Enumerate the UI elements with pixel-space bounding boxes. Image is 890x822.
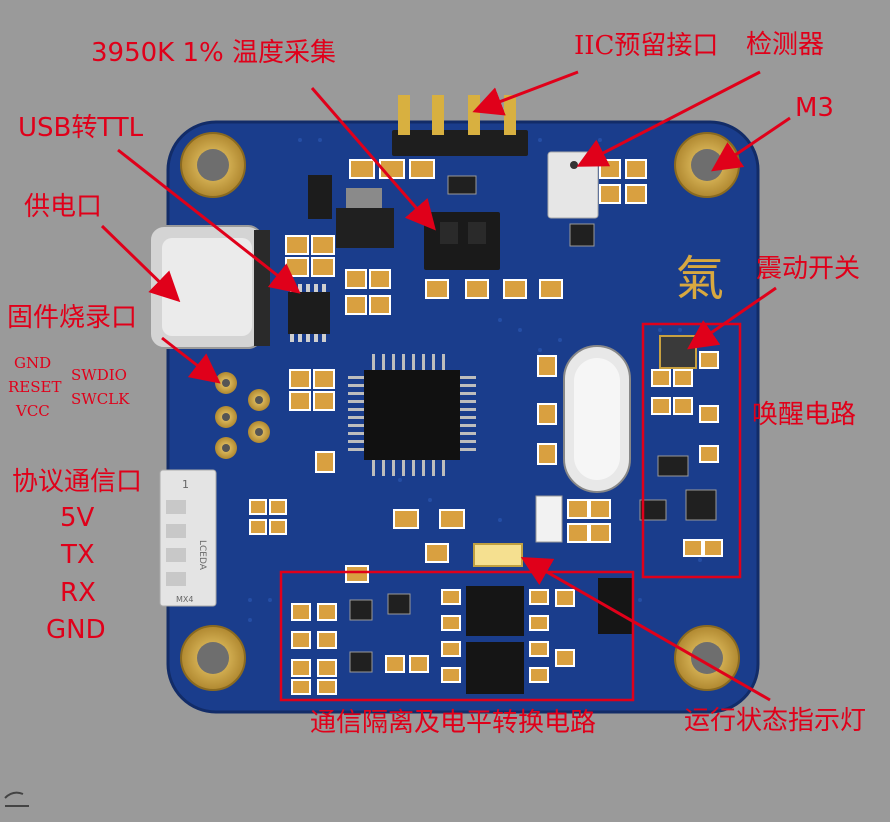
voltage-regulator xyxy=(336,188,394,248)
arrow-detector xyxy=(576,70,761,167)
connector-pin-label: 1 xyxy=(182,478,189,491)
isolation-chips xyxy=(466,578,632,694)
label-swdio-small: SWDIO xyxy=(71,366,127,384)
label-tx: TX xyxy=(61,540,95,570)
label-temp: 3950K 1% 温度采集 xyxy=(91,38,336,68)
label-status-led: 运行状态指示灯 xyxy=(684,706,867,736)
label-firmware-port: 固件烧录口 xyxy=(7,303,138,333)
vibration-switch xyxy=(659,335,697,369)
label-swclk-small: SWCLK xyxy=(71,390,130,408)
temp-connector xyxy=(424,212,500,270)
arrow-m3 xyxy=(711,116,791,172)
label-power: 供电口 xyxy=(24,192,103,222)
label-m3: M3 xyxy=(795,93,834,123)
connector-side-label: LCEDA xyxy=(197,540,207,571)
swd-pads xyxy=(215,372,270,459)
mounting-hole-bottom-left xyxy=(180,625,246,691)
small-ic xyxy=(308,175,332,219)
arrow-vibration xyxy=(687,286,777,350)
arrow-iic xyxy=(472,70,579,116)
board-logo: 氣 xyxy=(676,251,724,307)
arrow-firmware xyxy=(161,336,221,384)
mounting-holes xyxy=(180,132,740,691)
arrow-status-led xyxy=(520,557,771,702)
protocol-connector: 1 LCEDA MX4 xyxy=(159,469,217,607)
label-iic: IIC预留接口 xyxy=(574,31,719,61)
mounting-hole-top-right xyxy=(674,132,740,198)
small-ics xyxy=(349,175,717,673)
label-gnd: GND xyxy=(46,615,106,645)
label-gnd-small: GND xyxy=(14,354,52,372)
usb-ttl-chip xyxy=(288,284,330,342)
label-vcc-small: VCC xyxy=(16,402,50,420)
mcu-chip xyxy=(348,354,476,476)
detector-sensor xyxy=(547,151,599,219)
via-dots xyxy=(248,138,702,622)
mounting-hole-top-left xyxy=(180,132,246,198)
crystal-oscillator xyxy=(563,345,631,493)
status-led xyxy=(473,543,523,567)
arrow-power xyxy=(100,224,181,303)
label-5v: 5V xyxy=(60,503,95,533)
label-detector: 检测器 xyxy=(746,30,825,60)
annotation-arrows xyxy=(100,70,791,702)
label-wakeup: 唤醒电路 xyxy=(752,400,857,430)
corner-glyph xyxy=(4,791,29,807)
label-reset-small: RESET xyxy=(8,378,62,396)
arrow-temp xyxy=(310,87,436,231)
smd-components xyxy=(249,159,723,695)
label-isolation: 通信隔离及电平转换电路 xyxy=(310,708,597,738)
label-rx: RX xyxy=(60,578,96,608)
mounting-hole-bottom-right xyxy=(674,625,740,691)
usb-c-connector xyxy=(149,225,270,349)
label-vibration-switch: 震动开关 xyxy=(756,254,861,284)
label-usb-ttl: USB转TTL xyxy=(18,113,144,143)
isolation-circuit-box xyxy=(279,570,635,702)
arrow-usb-ttl xyxy=(117,148,301,294)
connector-bottom-label: MX4 xyxy=(176,595,193,604)
label-protocol-port: 协议通信口 xyxy=(12,467,143,497)
